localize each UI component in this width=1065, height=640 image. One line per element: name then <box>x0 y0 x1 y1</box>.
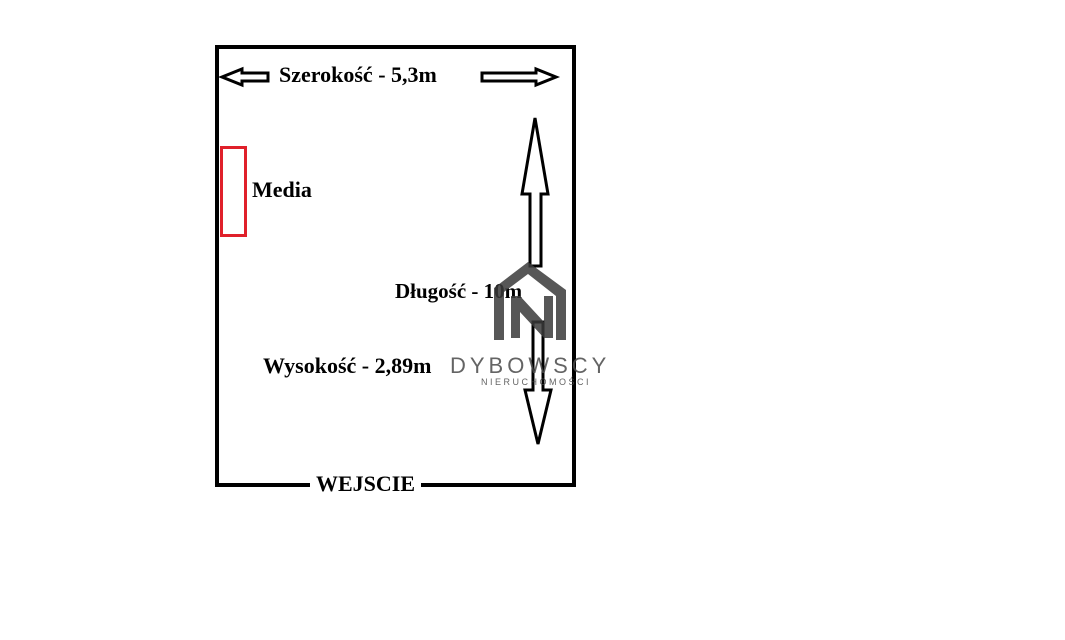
width-arrow-left-icon <box>217 66 270 88</box>
watermark-brand: DYBOWSCY <box>450 353 611 378</box>
media-label: Media <box>252 177 312 202</box>
watermark-subtitle: NIERUCHOMOŚCI <box>481 377 592 387</box>
entrance-label: WEJSCIE <box>310 473 422 495</box>
width-arrow-right-icon <box>480 66 561 88</box>
height-label: Wysokość - 2,89m <box>263 353 432 378</box>
length-label: Długość - 10m <box>395 279 523 303</box>
media-marker <box>220 146 247 237</box>
length-arrow-top-icon <box>520 117 550 268</box>
width-label: Szerokość - 5,3m <box>275 64 441 86</box>
